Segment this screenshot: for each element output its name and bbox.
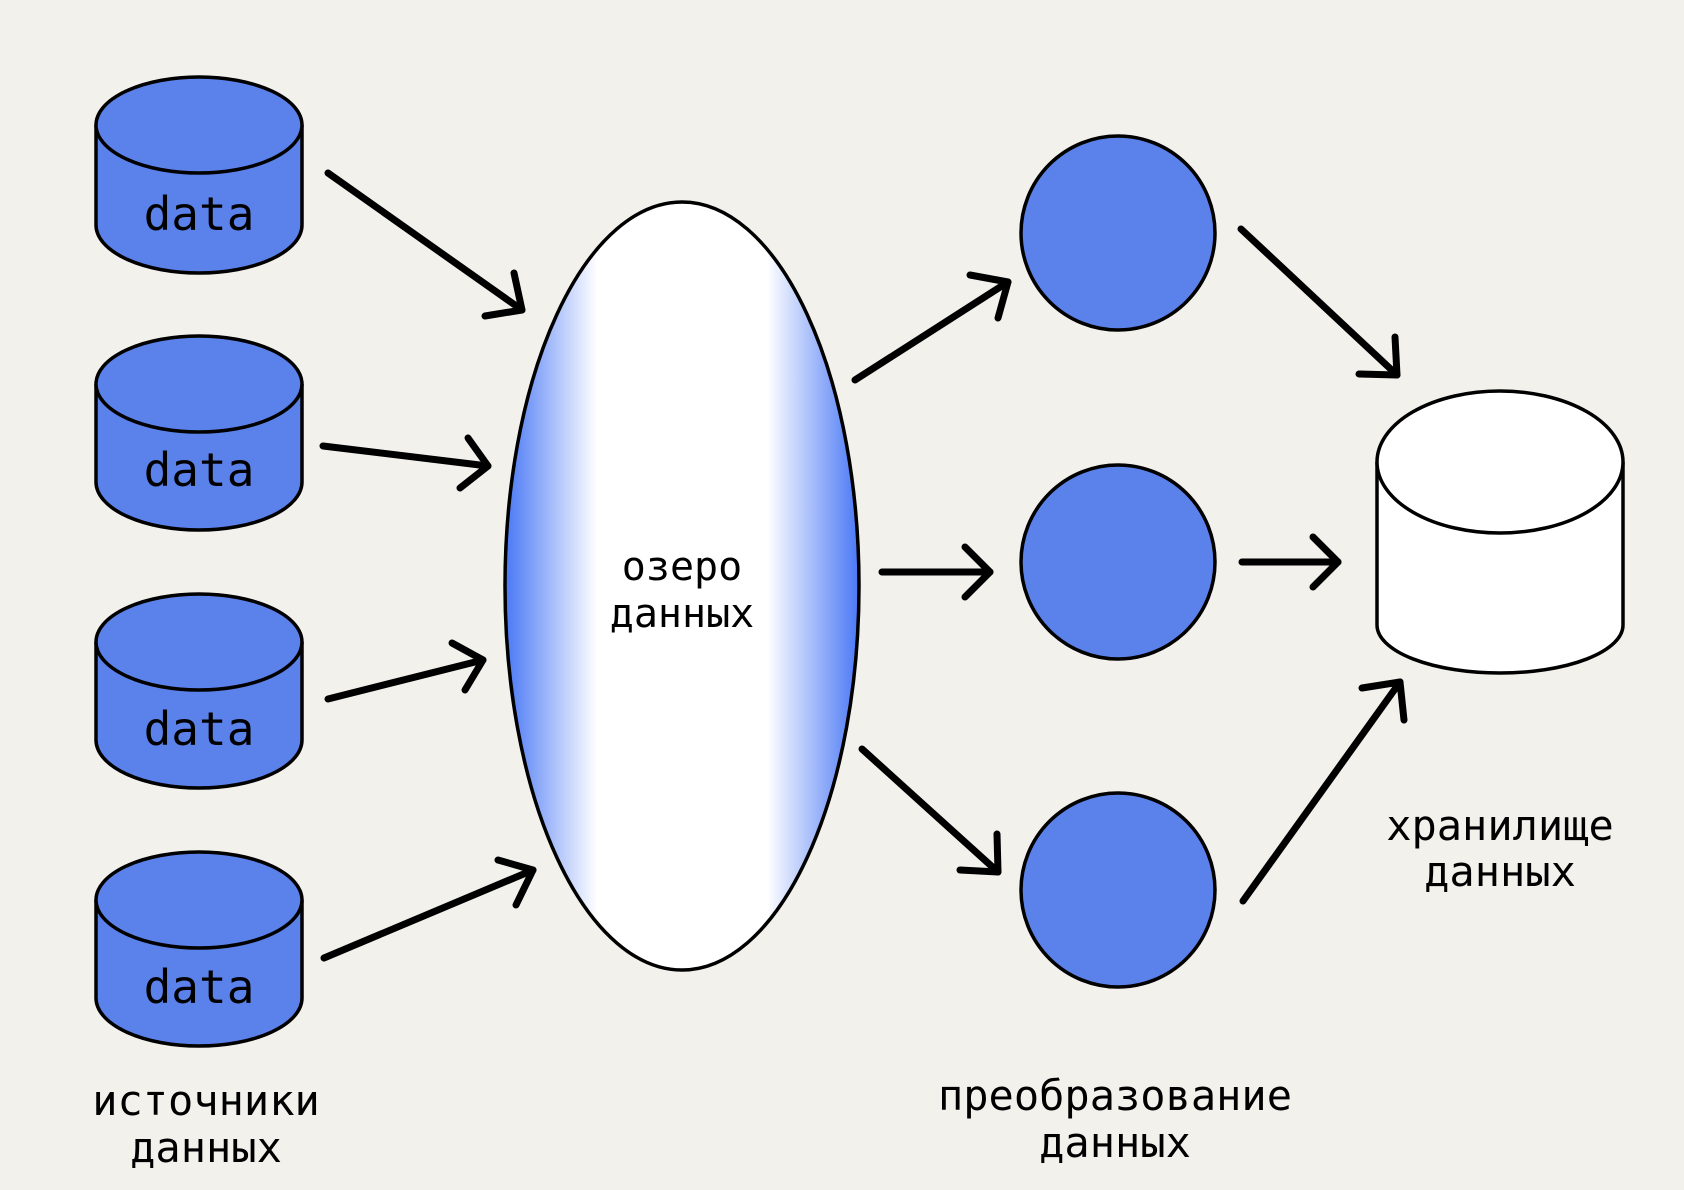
data-lake: озеро данных bbox=[503, 200, 861, 972]
transform-node-1 bbox=[1019, 134, 1217, 332]
arrow-source1-to-lake bbox=[324, 169, 526, 320]
warehouse-caption-line1: хранилище bbox=[1386, 801, 1614, 850]
data-lake-label-line1: озеро bbox=[622, 544, 742, 590]
arrow-source3-to-lake bbox=[324, 639, 487, 703]
transform-caption-line1: преобразование bbox=[938, 1071, 1292, 1120]
arrow-lake-to-transform1 bbox=[851, 271, 1012, 384]
arrow-lake-to-transform3 bbox=[858, 745, 1002, 876]
arrow-transform1-to-warehouse bbox=[1237, 225, 1401, 379]
transform-caption-line2: данных bbox=[1039, 1118, 1191, 1167]
source-database-label: data bbox=[144, 702, 255, 756]
sources-caption-line1: источники bbox=[92, 1076, 320, 1125]
source-database-3: data bbox=[94, 592, 304, 790]
source-database-4: data bbox=[94, 850, 304, 1048]
warehouse-caption-line2: данных bbox=[1424, 847, 1576, 896]
arrow-transform3-to-warehouse bbox=[1239, 678, 1408, 905]
data-lake-label-line2: данных bbox=[610, 591, 755, 637]
source-database-label: data bbox=[144, 443, 255, 497]
arrow-source4-to-lake bbox=[320, 856, 537, 962]
source-database-label: data bbox=[144, 960, 255, 1014]
transform-node-3 bbox=[1019, 791, 1217, 989]
arrow-lake-to-transform2 bbox=[878, 543, 994, 601]
source-database-label: data bbox=[144, 187, 255, 241]
data-warehouse bbox=[1375, 389, 1625, 675]
source-database-2: data bbox=[94, 334, 304, 532]
sources-caption-line2: данных bbox=[130, 1123, 282, 1172]
arrow-source2-to-lake bbox=[319, 434, 492, 492]
arrow-transform2-to-warehouse bbox=[1238, 533, 1342, 591]
source-database-1: data bbox=[94, 75, 304, 275]
transform-node-2 bbox=[1019, 463, 1217, 661]
